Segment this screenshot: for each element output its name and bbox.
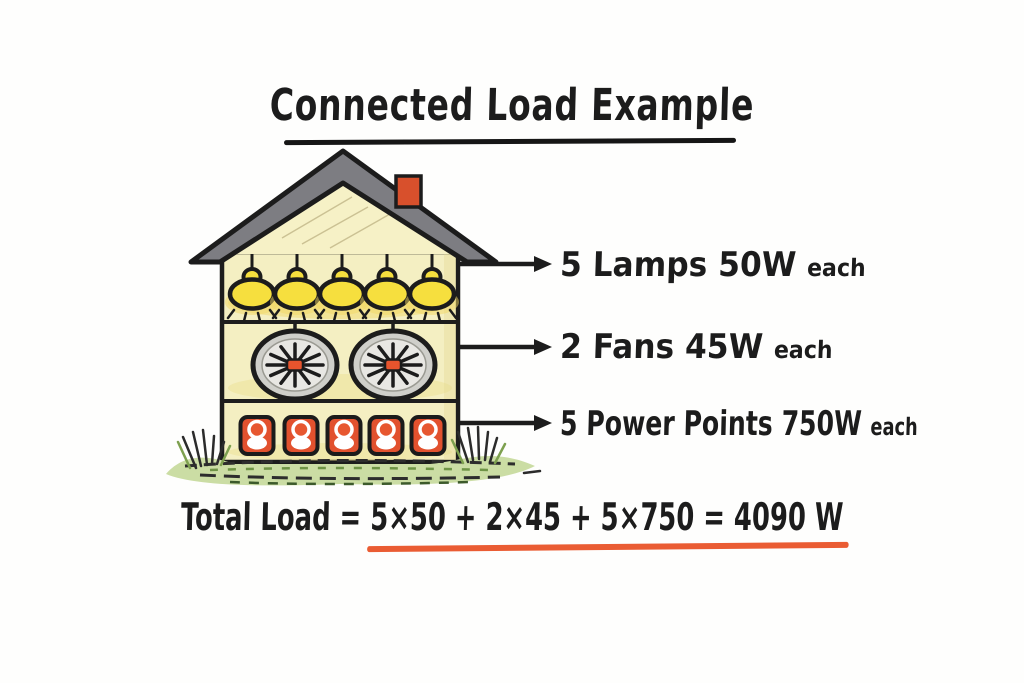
callout-arrows <box>458 256 552 431</box>
callout-power-points: 5 Power Points 750W each <box>559 404 919 447</box>
callout-fans-suffix: each <box>773 336 834 364</box>
grass <box>166 425 542 486</box>
callout-lamps: 5 Lamps 50W each <box>559 245 866 288</box>
callout-power-points-suffix: each <box>870 413 919 441</box>
power-points-floor <box>238 415 447 456</box>
equation-prefix: Total Load = <box>180 495 371 539</box>
callout-fans: 2 Fans 45W each <box>559 327 833 370</box>
equation-expression: 5×50 + 2×45 + 5×750 = 4090 W <box>369 495 844 539</box>
total-load-equation: Total Load = 5×50 + 2×45 + 5×750 = 4090 … <box>180 494 844 540</box>
callout-lamps-text: 5 Lamps 50W <box>559 245 797 285</box>
page-title: Connected Load Example <box>269 80 755 131</box>
callout-lamps-suffix: each <box>806 254 867 282</box>
callout-power-points-text: 5 Power Points 750W <box>559 404 863 444</box>
grass-tuft-left <box>181 428 226 470</box>
page-title-row: Connected Load Example <box>0 80 1024 131</box>
grass-tuft-right <box>456 425 499 464</box>
equation-row: Total Load = 5×50 + 2×45 + 5×750 = 4090 … <box>0 494 1024 540</box>
callout-fans-text: 2 Fans 45W <box>559 327 764 367</box>
chimney <box>394 174 423 209</box>
house-roof <box>188 148 499 265</box>
